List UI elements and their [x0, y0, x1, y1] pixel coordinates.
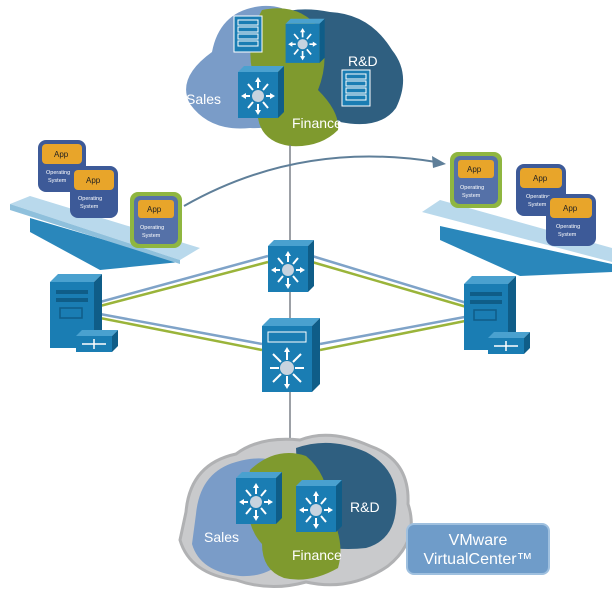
- svg-text:System: System: [48, 178, 67, 184]
- storage-icon: [341, 69, 371, 107]
- top-cloud-rd-label: R&D: [348, 53, 378, 69]
- bottom-cloud-rd-label: R&D: [350, 499, 380, 515]
- top-cloud-sales-label: Sales: [186, 91, 221, 107]
- app-label: App: [467, 165, 482, 174]
- app-label: App: [533, 174, 548, 183]
- left-host: App Operating System App Operating Syste…: [10, 140, 200, 353]
- storage-icon: [233, 15, 263, 53]
- svg-text:System: System: [80, 204, 99, 210]
- vm-box-migrating-source: App Operating System: [130, 192, 182, 248]
- svg-text:Operating: Operating: [46, 170, 70, 176]
- migration-arrow-icon: [183, 155, 437, 207]
- vcenter-line2: VirtualCenter™: [423, 551, 533, 568]
- svg-text:System: System: [142, 233, 161, 239]
- switch-icon: [237, 65, 285, 119]
- svg-text:Operating: Operating: [526, 194, 550, 200]
- vm-box: App Operating System: [70, 166, 118, 218]
- app-label: App: [86, 176, 101, 185]
- switch-icon: [267, 239, 315, 293]
- core-switch: [262, 318, 320, 392]
- switch-icon: [295, 479, 343, 533]
- bottom-cloud-finance-label: Finance: [292, 547, 342, 563]
- svg-text:System: System: [558, 232, 577, 238]
- svg-text:System: System: [528, 202, 547, 208]
- switch-icon: [487, 331, 531, 355]
- svg-text:Operating: Operating: [140, 225, 164, 231]
- distribution-switch: [267, 239, 315, 293]
- switch-icon: [235, 471, 283, 525]
- bottom-cloud: Sales Finance R&D: [178, 433, 413, 589]
- ring-links: [99, 254, 471, 352]
- bottom-cloud-sales-label: Sales: [204, 529, 239, 545]
- vm-box: App Operating System: [516, 164, 566, 216]
- svg-text:System: System: [462, 193, 481, 199]
- vm-box-migrating-target: App Operating System: [450, 152, 502, 208]
- top-cloud: Sales Finance R&D: [186, 5, 404, 147]
- app-label: App: [147, 205, 162, 214]
- svg-text:Operating: Operating: [556, 224, 580, 230]
- vm-box: App Operating System: [546, 194, 596, 246]
- svg-text:Operating: Operating: [460, 185, 484, 191]
- right-host: App Operating System App Operating Syste…: [422, 152, 612, 355]
- vmware-virtualcenter-box: VMware VirtualCenter™: [406, 523, 550, 575]
- vcenter-line1: VMware: [448, 532, 508, 549]
- switch-icon: [75, 329, 119, 353]
- app-label: App: [54, 150, 69, 159]
- svg-text:Operating: Operating: [78, 196, 102, 202]
- switch-icon: [284, 17, 326, 64]
- app-label: App: [563, 204, 578, 213]
- top-cloud-finance-label: Finance: [292, 115, 342, 131]
- right-platform: [422, 200, 612, 262]
